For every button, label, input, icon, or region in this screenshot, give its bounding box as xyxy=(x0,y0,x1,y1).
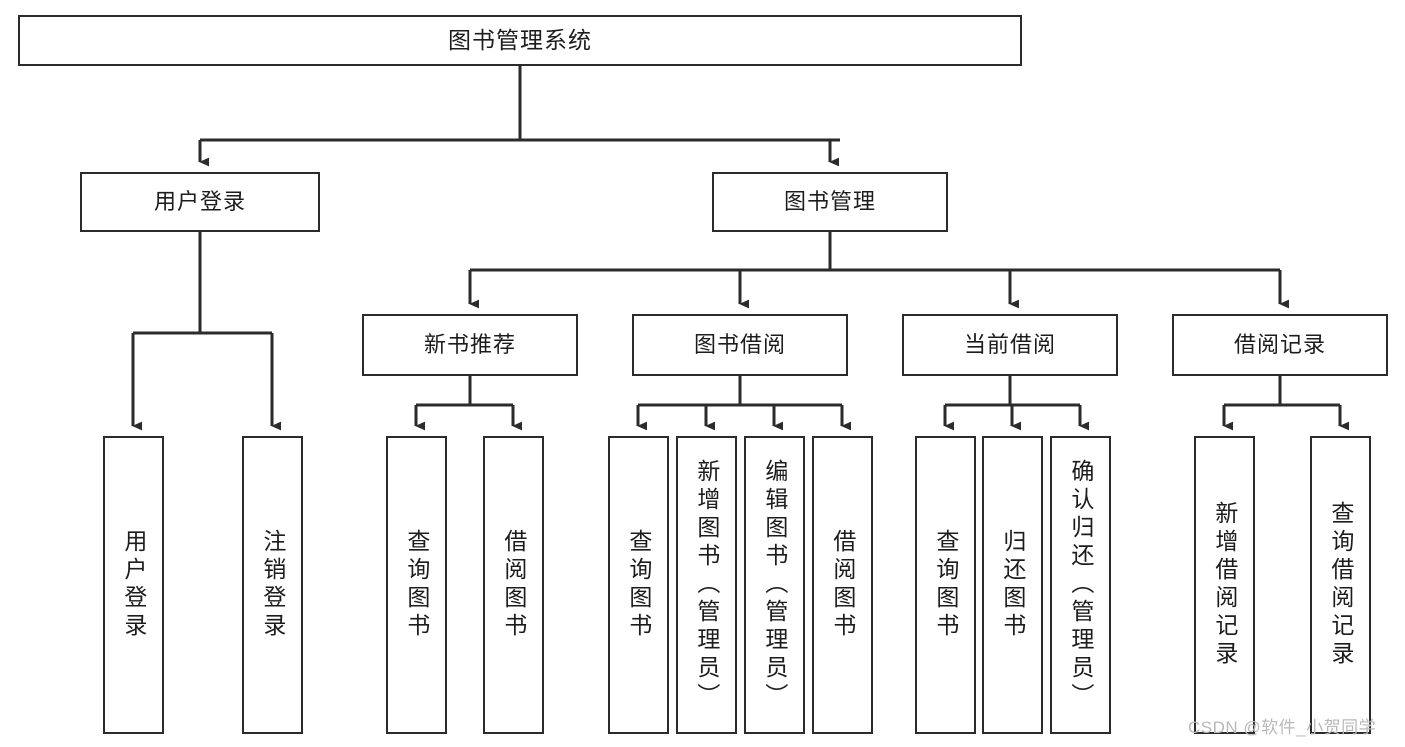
node-user-login[interactable]: 用户登录 xyxy=(80,172,320,232)
node-root-system[interactable]: 图书管理系统 xyxy=(18,15,1022,66)
node-leaf-rec-borrow-book[interactable]: 借阅图书 xyxy=(483,436,544,734)
node-label: 查询图书 xyxy=(625,529,652,641)
node-leaf-borrow-edit-book[interactable]: 编辑图书（管理员） xyxy=(744,436,805,734)
node-label: 确认归还（管理员） xyxy=(1067,459,1094,711)
node-leaf-rec-query-book[interactable]: 查询图书 xyxy=(386,436,447,734)
node-leaf-borrow-add-book[interactable]: 新增图书（管理员） xyxy=(676,436,737,734)
csdn-watermark: CSDN @软件_小贺同学 xyxy=(1188,718,1377,737)
node-label: 新增借阅记录 xyxy=(1211,501,1238,669)
node-borrowing-records[interactable]: 借阅记录 xyxy=(1172,314,1388,376)
node-leaf-rec-add-record[interactable]: 新增借阅记录 xyxy=(1194,436,1255,734)
node-label: 当前借阅 xyxy=(963,331,1056,357)
node-leaf-user-login[interactable]: 用户登录 xyxy=(103,436,164,734)
node-leaf-borrow-borrow-book[interactable]: 借阅图书 xyxy=(812,436,873,734)
node-label: 借阅记录 xyxy=(1233,331,1326,357)
node-leaf-rec-query-record[interactable]: 查询借阅记录 xyxy=(1310,436,1371,734)
node-label: 查询借阅记录 xyxy=(1327,501,1354,669)
node-new-book-recommendation[interactable]: 新书推荐 xyxy=(362,314,578,376)
node-book-borrowing[interactable]: 图书借阅 xyxy=(632,314,848,376)
node-label: 图书管理 xyxy=(783,188,876,214)
node-leaf-cur-query-book[interactable]: 查询图书 xyxy=(915,436,976,734)
node-leaf-borrow-query-book[interactable]: 查询图书 xyxy=(608,436,669,734)
node-book-management[interactable]: 图书管理 xyxy=(712,172,948,232)
node-label: 图书管理系统 xyxy=(448,26,592,53)
node-label: 新增图书（管理员） xyxy=(693,459,720,711)
node-leaf-cur-return-book[interactable]: 归还图书 xyxy=(982,436,1043,734)
node-label: 查询图书 xyxy=(932,529,959,641)
node-label: 编辑图书（管理员） xyxy=(761,459,788,711)
node-label: 用户登录 xyxy=(153,188,246,214)
node-label: 新书推荐 xyxy=(423,331,516,357)
node-label: 借阅图书 xyxy=(500,529,527,641)
node-label: 图书借阅 xyxy=(693,331,786,357)
node-leaf-user-logout[interactable]: 注销登录 xyxy=(242,436,303,734)
node-label: 注销登录 xyxy=(259,529,286,641)
node-label: 归还图书 xyxy=(999,529,1026,641)
node-leaf-cur-confirm-return[interactable]: 确认归还（管理员） xyxy=(1050,436,1111,734)
node-label: 借阅图书 xyxy=(829,529,856,641)
node-current-borrowing[interactable]: 当前借阅 xyxy=(902,314,1118,376)
node-label: 用户登录 xyxy=(120,529,147,641)
node-label: 查询图书 xyxy=(403,529,430,641)
